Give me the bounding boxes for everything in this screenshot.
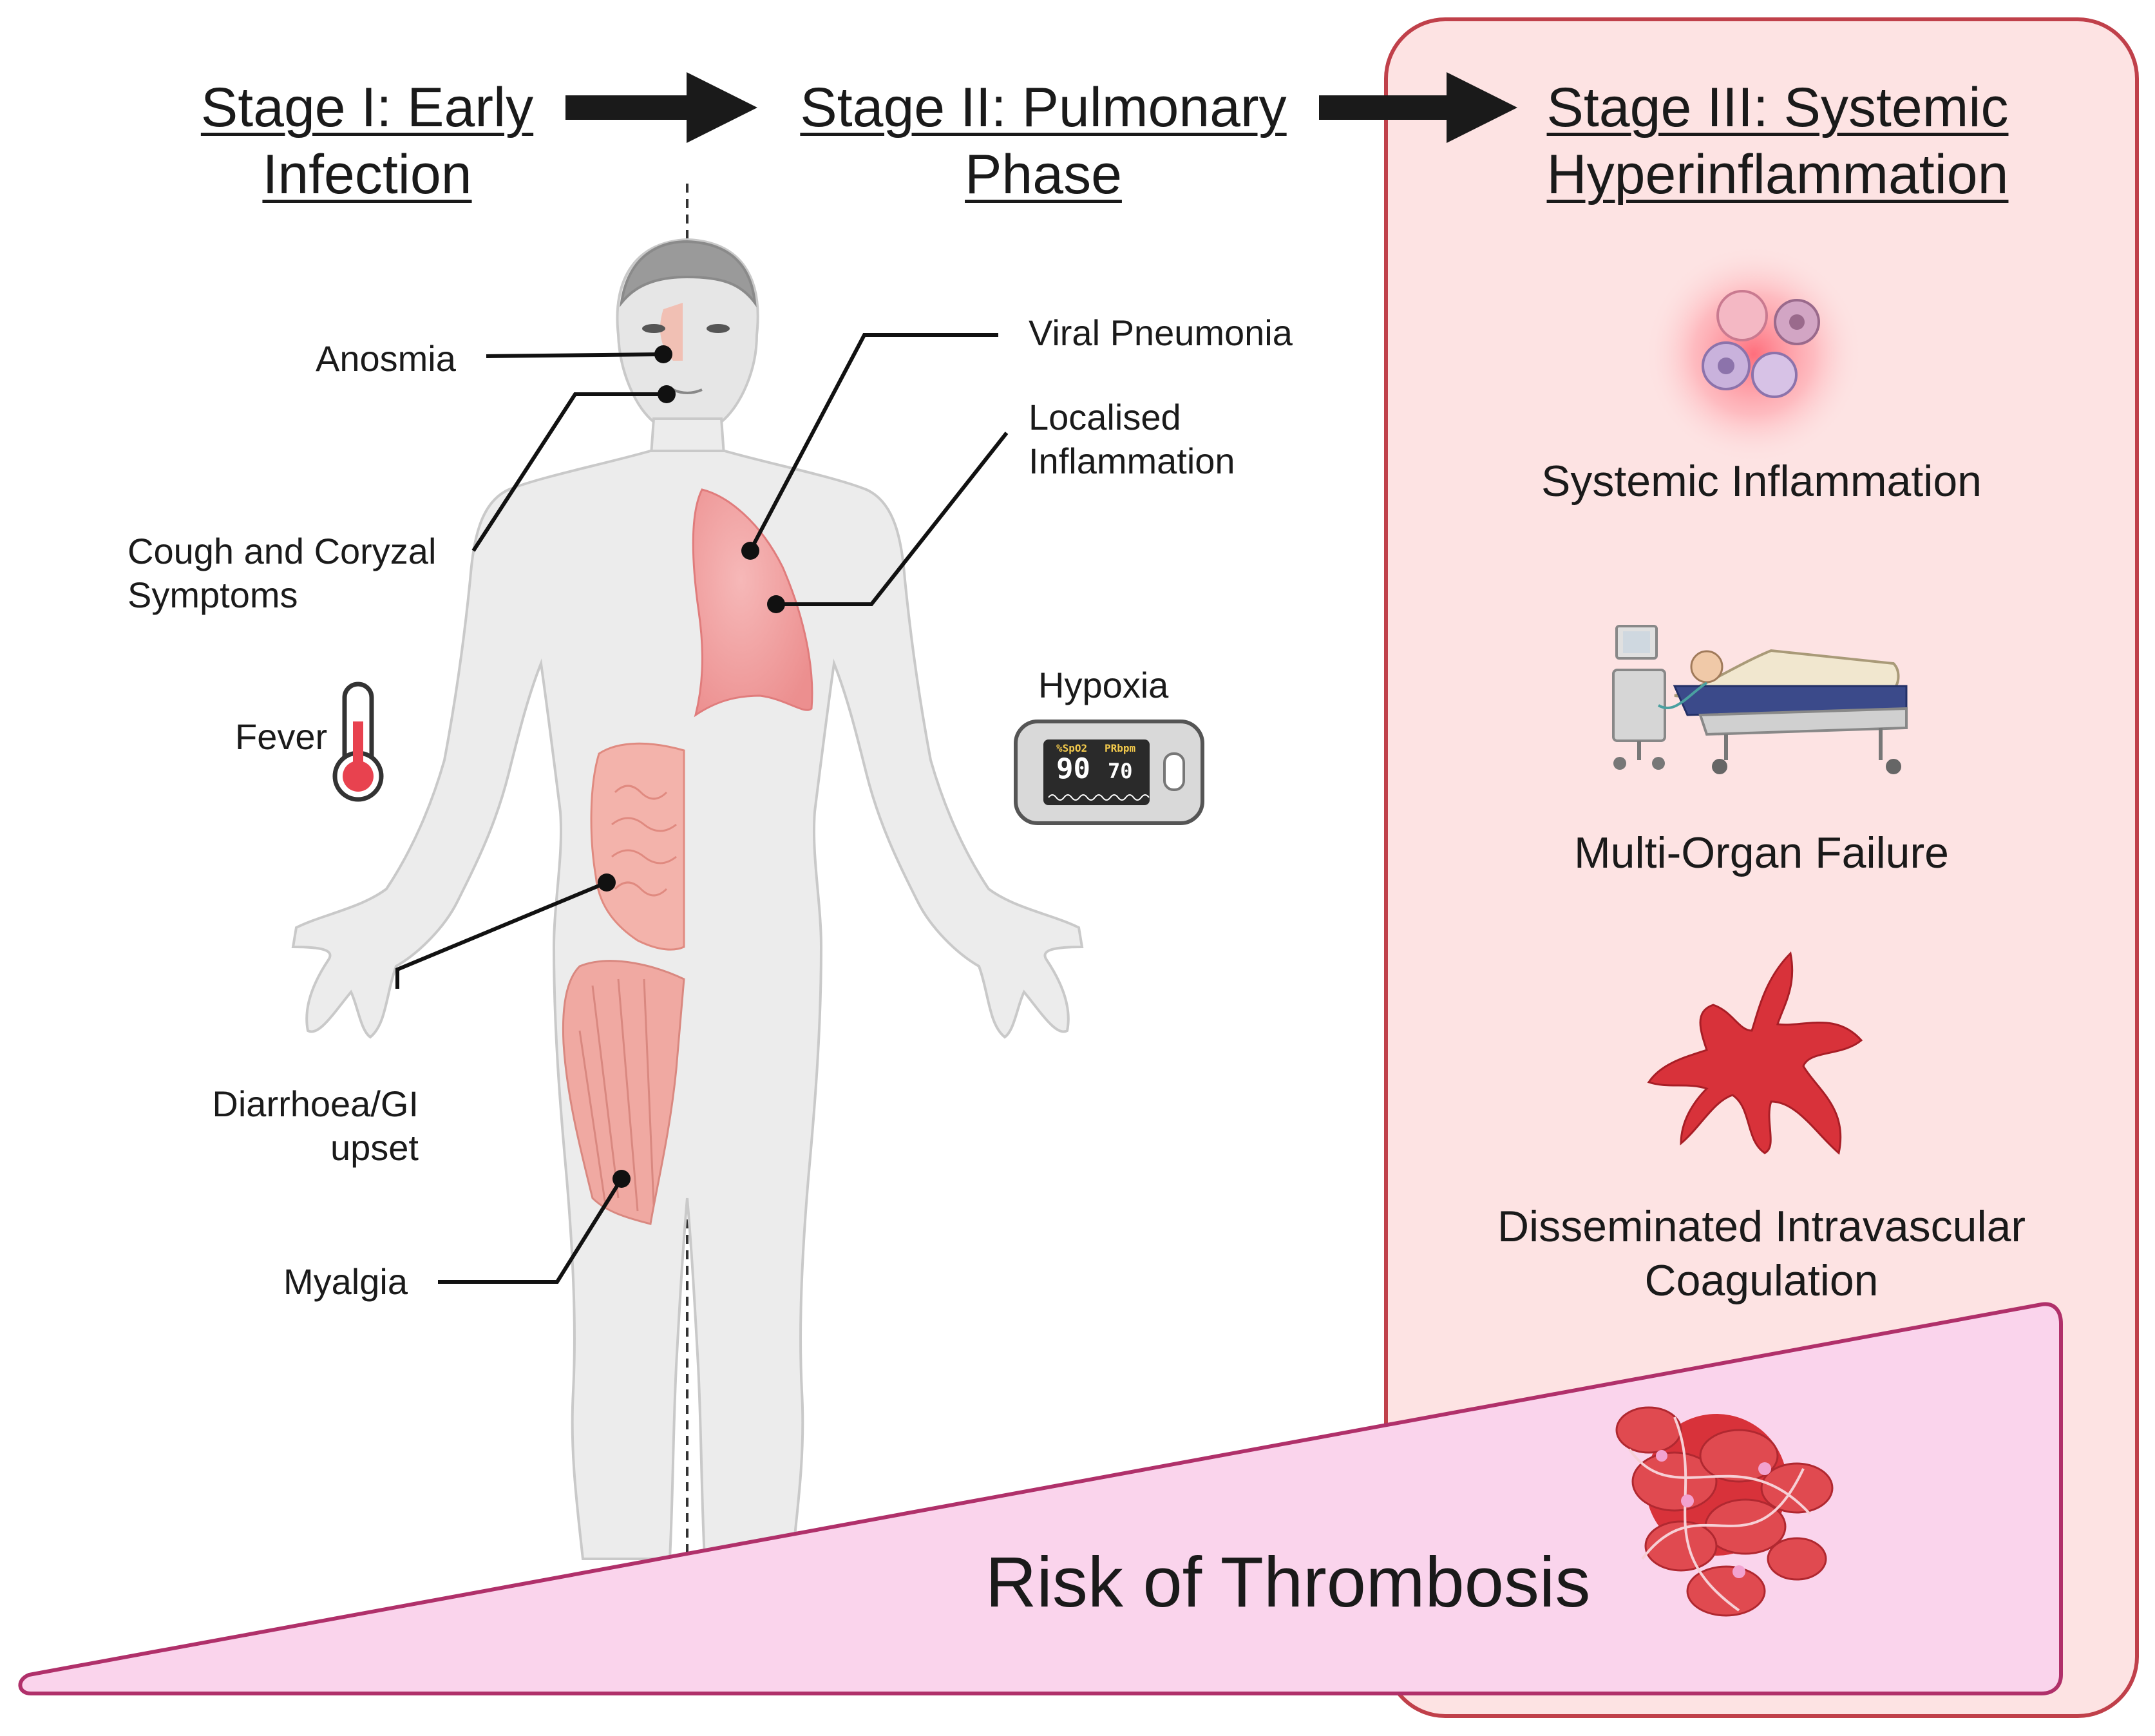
label-diarrhoea-gi: Diarrhoea/GI upset	[187, 1082, 419, 1170]
label-gi-line1: Diarrhoea/GI	[212, 1083, 419, 1124]
oximeter-spo2-label: %SpO2	[1056, 742, 1088, 754]
oximeter-spo2-value: 90	[1056, 752, 1090, 785]
label-dic-line2: Coagulation	[1644, 1256, 1879, 1305]
label-dic: Disseminated Intravascular Coagulation	[1436, 1199, 2087, 1308]
label-cough-coryzal: Cough and Coryzal Symptoms	[128, 529, 436, 617]
stage3-title: Stage III: Systemic Hyperinflammation	[1520, 74, 2035, 208]
thermometer-icon	[332, 682, 384, 802]
label-hypoxia: Hypoxia	[1038, 665, 1169, 705]
label-localised-line2: Inflammation	[1029, 441, 1235, 481]
arrow-stage1-to-stage2	[565, 72, 757, 143]
stage2-title: Stage II: Pulmonary Phase	[773, 74, 1314, 208]
intestine-illustration	[590, 742, 685, 951]
label-localised-line1: Localised	[1029, 397, 1181, 437]
stage3-title-line2: Hyperinflammation	[1546, 144, 2009, 205]
label-localised-inflammation: Localised Inflammation	[1029, 396, 1235, 483]
label-multi-organ-failure: Multi-Organ Failure	[1574, 828, 1949, 877]
stage3-panel	[1384, 17, 2139, 1718]
leader-lines-stage1	[395, 352, 667, 1284]
arrow-stage2-to-stage3	[1319, 72, 1517, 143]
label-myalgia: Myalgia	[283, 1261, 408, 1302]
leader-lines-stage2	[748, 333, 1009, 606]
icu-bed-icon	[1612, 625, 1908, 774]
label-risk-of-thrombosis: Risk of Thrombosis	[985, 1543, 1591, 1622]
pulse-oximeter-icon	[1014, 720, 1204, 825]
leader-dots-stage1	[598, 345, 676, 1188]
stage3-title-line1: Stage III: Systemic	[1546, 77, 2009, 138]
label-viral-pneumonia: Viral Pneumonia	[1029, 312, 1293, 353]
label-anosmia: Anosmia	[316, 338, 456, 379]
label-cough-line1: Cough and Coryzal	[128, 531, 437, 571]
risk-wedge	[18, 1302, 2063, 1695]
leader-dots-stage2	[741, 542, 785, 613]
label-cough-line2: Symptoms	[128, 575, 298, 615]
activated-platelet-icon	[1647, 951, 1863, 1155]
label-dic-line1: Disseminated Intravascular	[1497, 1202, 2026, 1251]
stage2-title-line2: Phase	[965, 144, 1122, 205]
stage2-title-line1: Stage II: Pulmonary	[800, 77, 1287, 138]
muscle-illustration	[562, 960, 685, 1225]
label-gi-line2: upset	[330, 1127, 419, 1168]
stage1-title-line2: Infection	[262, 144, 472, 205]
lung-illustration	[692, 488, 813, 718]
label-fever: Fever	[235, 716, 328, 757]
face-details	[642, 303, 730, 394]
label-systemic-inflammation: Systemic Inflammation	[1541, 457, 1982, 506]
stage1-title: Stage I: Early Infection	[187, 74, 547, 208]
inflammation-cells-icon	[1644, 245, 1863, 464]
stage1-title-line1: Stage I: Early	[200, 77, 534, 138]
oximeter-pr-value: 70	[1108, 759, 1133, 783]
blood-clot-icon	[1615, 1406, 1834, 1617]
oximeter-pr-label: PRbpm	[1105, 742, 1136, 754]
